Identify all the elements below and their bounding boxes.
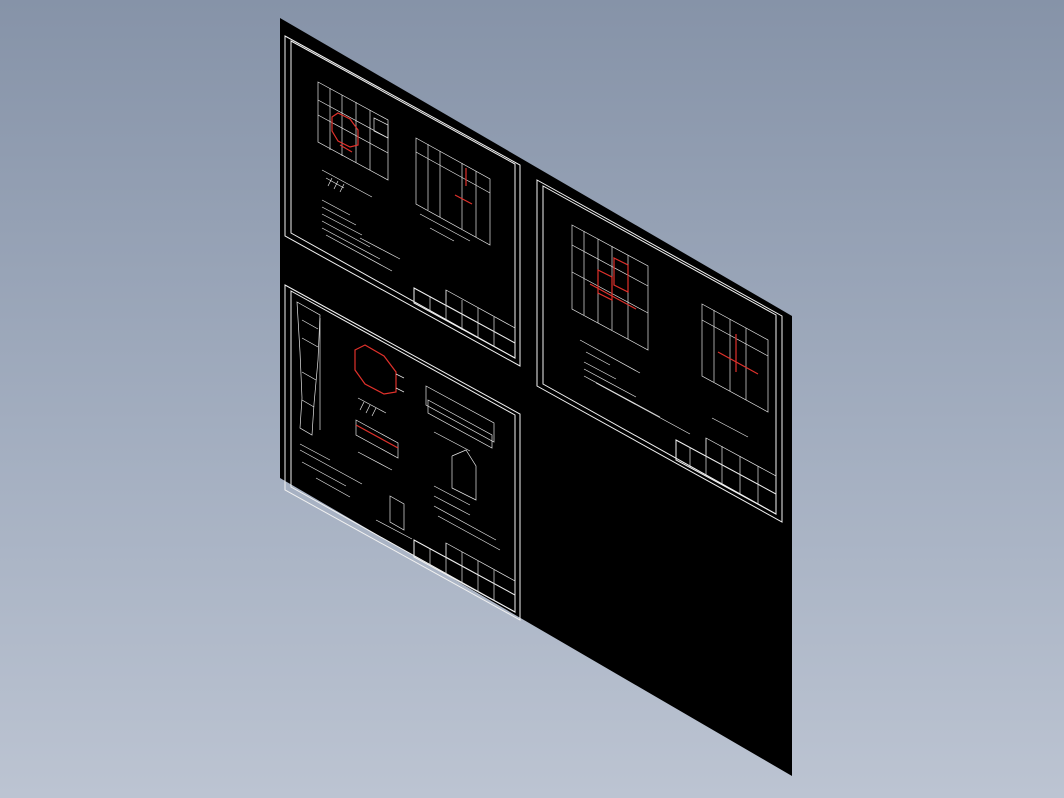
sheet-right-main-view bbox=[571, 224, 649, 374]
sheet-top-left-front-view bbox=[317, 81, 389, 198]
sheet-bottom-left-column-view bbox=[296, 301, 331, 461]
sheet-top-left-notes bbox=[321, 199, 401, 272]
sheet-bottom-left-title-block bbox=[413, 539, 516, 613]
sheet-right-outer-frame bbox=[536, 179, 783, 523]
sheet-right-title-block bbox=[675, 437, 777, 515]
sheet-bottom-left-plate-view bbox=[425, 385, 495, 452]
sheet-right-section-view bbox=[701, 303, 769, 438]
sheet-top-left-outer-frame bbox=[284, 35, 521, 367]
sheet-right-notes bbox=[583, 361, 691, 435]
sheet-bottom-left-detail-views bbox=[299, 449, 413, 540]
sheet-bottom-left[interactable] bbox=[284, 284, 521, 621]
sheet-bottom-left-outer-frame bbox=[284, 284, 521, 621]
drawing-plane bbox=[280, 18, 792, 776]
sheet-top-left-side-view bbox=[415, 137, 491, 246]
sheet-bottom-left-bar-view bbox=[355, 419, 399, 471]
sheet-bottom-left-bracket-view bbox=[433, 449, 501, 551]
sheet-bottom-left-octagon-view bbox=[354, 344, 405, 417]
sheet-top-left[interactable] bbox=[284, 35, 521, 367]
sheet-right[interactable] bbox=[536, 179, 783, 523]
sheet-top-left-title-block bbox=[413, 287, 516, 359]
